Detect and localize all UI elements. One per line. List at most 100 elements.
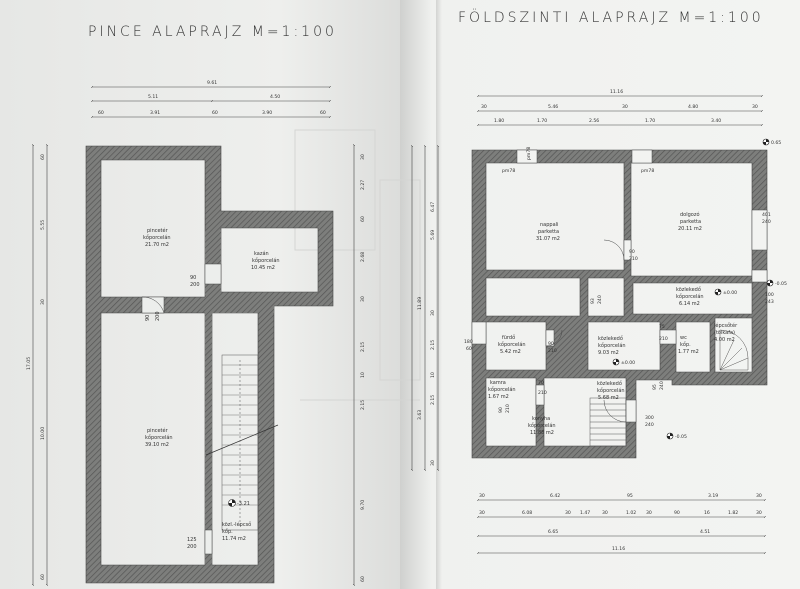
door-label: pm78: [641, 168, 654, 174]
door-label: 243: [765, 299, 774, 305]
svg-text:kőporcelán: kőporcelán: [598, 342, 626, 349]
dim-label: 11.16: [610, 89, 623, 95]
dim-label: 11.16: [612, 546, 625, 552]
svg-text:6.14 m2: 6.14 m2: [679, 301, 700, 307]
svg-text:4.00 m2: 4.00 m2: [714, 337, 735, 343]
dim-label: 6.47: [430, 202, 436, 212]
dim-label: 30: [479, 510, 485, 516]
dim-label: 5.55: [40, 220, 46, 230]
dim-label: 3.19: [708, 493, 718, 499]
dim-label: 30: [40, 299, 46, 305]
svg-text:kőporcelán: kőporcelán: [145, 434, 173, 441]
svg-text:kamra: kamra: [490, 380, 506, 386]
room-label: közl.-lépcső kőp. 11.74 m2: [222, 521, 251, 542]
dim-label: 11.89: [417, 297, 423, 310]
svg-text:parketta: parketta: [538, 229, 559, 235]
dim-label: 3.63: [417, 410, 423, 420]
ground-level-markers: 0.65 ±0.00 ±0.00 -0.05 -0.05: [612, 138, 787, 440]
svg-text:konyha: konyha: [532, 416, 550, 422]
svg-text:fürdő: fürdő: [502, 335, 515, 341]
level-marker-icon: ±0.00: [612, 358, 635, 366]
dim-label: 10: [360, 372, 366, 378]
dim-label: 30: [360, 296, 366, 302]
level-label: 0.65: [771, 140, 781, 146]
dim-label: 30: [756, 493, 762, 499]
svg-text:kőp.: kőp.: [680, 342, 691, 348]
door-size-label: 125 200: [187, 537, 197, 550]
svg-text:kőp.: kőp.: [222, 529, 233, 535]
dim-label: 3.91: [150, 110, 160, 116]
dim-label: 6.42: [550, 493, 560, 499]
dim-label: 4.80: [688, 104, 698, 110]
svg-text:20.11 m2: 20.11 m2: [678, 226, 702, 232]
dim-label: 3.40: [711, 118, 721, 124]
dim-label: 30: [756, 510, 762, 516]
svg-text:5.42 m2: 5.42 m2: [500, 349, 521, 355]
dim-label: 30: [479, 493, 485, 499]
svg-text:11.74 m2: 11.74 m2: [222, 536, 246, 542]
dim-label: 3.90: [262, 110, 272, 116]
level-label: -0.05: [775, 281, 787, 287]
dim-label: 1.80: [494, 118, 504, 124]
basement-walls: [85, 145, 334, 584]
svg-text:90: 90: [190, 275, 196, 281]
door-label: 90: [548, 341, 554, 347]
svg-text:pincetér: pincetér: [147, 227, 169, 234]
dim-label: 30: [360, 154, 366, 160]
svg-text:kőporcelán: kőporcelán: [488, 386, 516, 393]
dim-label: 30: [565, 510, 571, 516]
svg-text:kazán: kazán: [254, 250, 269, 257]
dim-label: 2.15: [430, 395, 436, 405]
ground-floor-plan-title: FÖLDSZINTI ALAPRAJZ M=1:100: [458, 10, 764, 26]
dim-label: 30: [481, 104, 487, 110]
dim-label: 5.11: [148, 94, 158, 100]
dim-label: 30: [602, 510, 608, 516]
dim-label: 1.70: [645, 118, 655, 124]
door-label: 240: [762, 219, 771, 225]
svg-text:10.45 m2: 10.45 m2: [251, 265, 275, 271]
svg-text:kőporcelán: kőporcelán: [498, 341, 526, 348]
level-marker-icon: 0.65: [762, 138, 781, 146]
svg-text:közlekedő: közlekedő: [597, 381, 622, 387]
svg-text:125: 125: [187, 537, 197, 543]
svg-text:pincetér: pincetér: [147, 427, 169, 434]
basement-plan-title: PINCE ALAPRAJZ M=1:100: [88, 24, 337, 40]
door-label: pm78: [526, 147, 532, 160]
ground-openings: [471, 149, 768, 423]
dim-label: 4.50: [270, 94, 280, 100]
room-label: pincetér kőporcelán 39.10 m2: [145, 427, 173, 448]
dim-label: 60: [212, 110, 218, 116]
dim-label: 2.15: [360, 342, 366, 352]
level-marker-icon: -3.21: [228, 499, 250, 507]
dim-label: 1.82: [728, 510, 738, 516]
ground-dimension-labels: 11.16 30 5.46 30 4.80 30 1.80 1.70 2.56 …: [417, 89, 762, 552]
door-label: 180: [464, 339, 473, 345]
svg-text:1.77 m2: 1.77 m2: [678, 349, 699, 355]
door-label: 240: [597, 295, 603, 304]
svg-text:200: 200: [190, 282, 200, 288]
svg-text:közlekedő: közlekedő: [598, 336, 623, 342]
door-label: 100: [765, 292, 774, 298]
dim-label: 17.05: [26, 357, 32, 370]
door-size-label: 90 200: [190, 275, 200, 288]
door-label: 240: [659, 381, 665, 390]
dim-label: 30: [430, 460, 436, 466]
dim-label: 9.70: [360, 500, 366, 510]
dim-label: 6.65: [548, 529, 558, 535]
door-label: 93: [590, 298, 596, 304]
dim-label: 30: [622, 104, 628, 110]
svg-text:kőporcelán: kőporcelán: [143, 234, 171, 241]
door-label: pm78: [502, 168, 515, 174]
door-label: 210: [505, 404, 511, 413]
dim-label: 1.47: [580, 510, 590, 516]
svg-text:1.67 m2: 1.67 m2: [488, 394, 509, 400]
svg-text:31.07 m2: 31.07 m2: [536, 236, 560, 242]
basement-dimension-labels: 9.61 5.11 4.50 60 3.91 60 3.90 60 60 5.5…: [26, 80, 366, 582]
dim-label: 10.00: [40, 427, 46, 440]
door-label: 401: [762, 212, 771, 218]
